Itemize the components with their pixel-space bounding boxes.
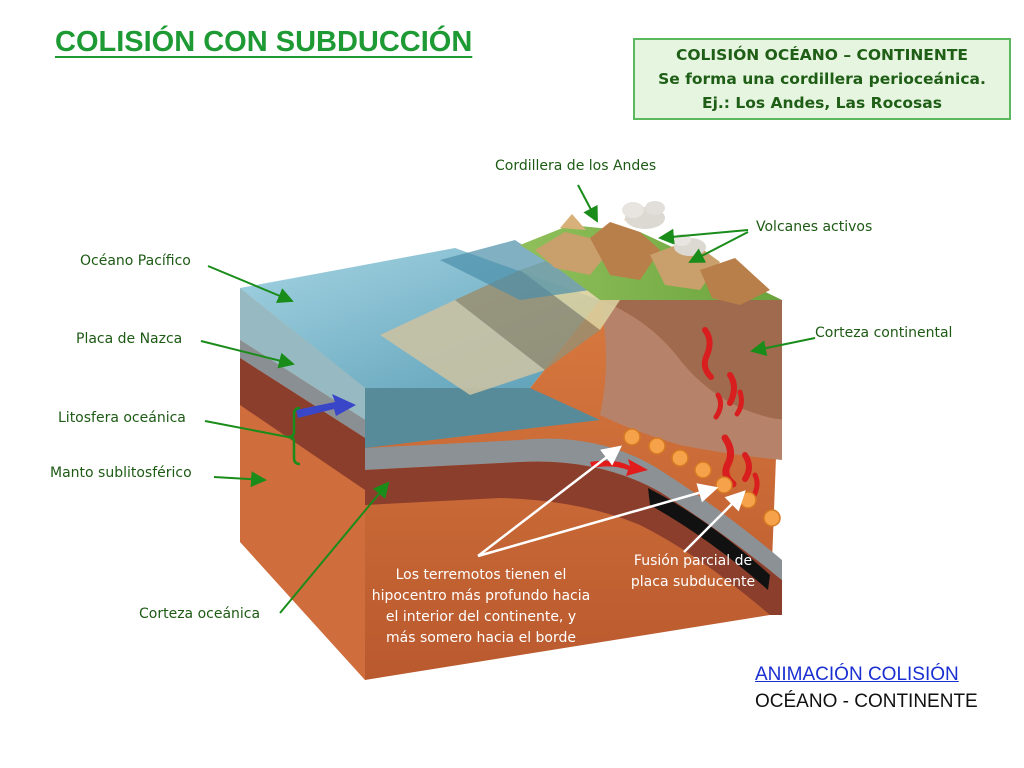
label-manto: Manto sublitosférico <box>50 465 192 481</box>
info-line-1: COLISIÓN OCÉANO – CONTINENTE <box>675 46 969 64</box>
label-cordillera: Cordillera de los Andes <box>495 158 657 174</box>
label-litosfera: Litosfera oceánica <box>58 410 186 426</box>
label-nazca: Placa de Nazca <box>76 331 183 347</box>
info-line-2: Se forma una cordillera perioceánica. <box>658 70 986 88</box>
label-corteza-continental: Corteza continental <box>815 325 953 341</box>
info-line-3: Ej.: Los Andes, Las Rocosas <box>702 94 942 112</box>
label-arrows <box>200 184 816 614</box>
white-arrows <box>477 445 746 558</box>
label-oceano: Océano Pacífico <box>80 253 191 269</box>
label-terremotos: Los terremotos tienen el hipocentro más … <box>356 565 606 649</box>
fusion-line-2: placa subducente <box>630 574 756 590</box>
ocean-surface <box>240 240 620 395</box>
andes-mountains <box>520 206 782 305</box>
page-title: COLISIÓN CON SUBDUCCIÓN <box>55 26 473 58</box>
label-fusion: Fusión parcial de placa subducente <box>618 551 768 593</box>
terremotos-line-3: el interior del continente, y <box>385 609 577 625</box>
terremotos-line-1: Los terremotos tienen el <box>395 567 567 583</box>
fusion-line-1: Fusión parcial de <box>633 553 753 569</box>
animation-subtitle: OCÉANO - CONTINENTE <box>755 691 978 712</box>
block-left-face <box>240 288 365 680</box>
terremotos-line-4: más somero hacia el borde <box>385 630 577 646</box>
info-box: COLISIÓN OCÉANO – CONTINENTE Se forma un… <box>633 38 1011 120</box>
terremotos-line-2: hipocentro más profundo hacia <box>371 588 591 604</box>
animation-link[interactable]: ANIMACIÓN COLISIÓN <box>755 664 959 685</box>
label-volcanes: Volcanes activos <box>756 219 873 235</box>
label-corteza-oceanica: Corteza oceánica <box>139 606 261 622</box>
